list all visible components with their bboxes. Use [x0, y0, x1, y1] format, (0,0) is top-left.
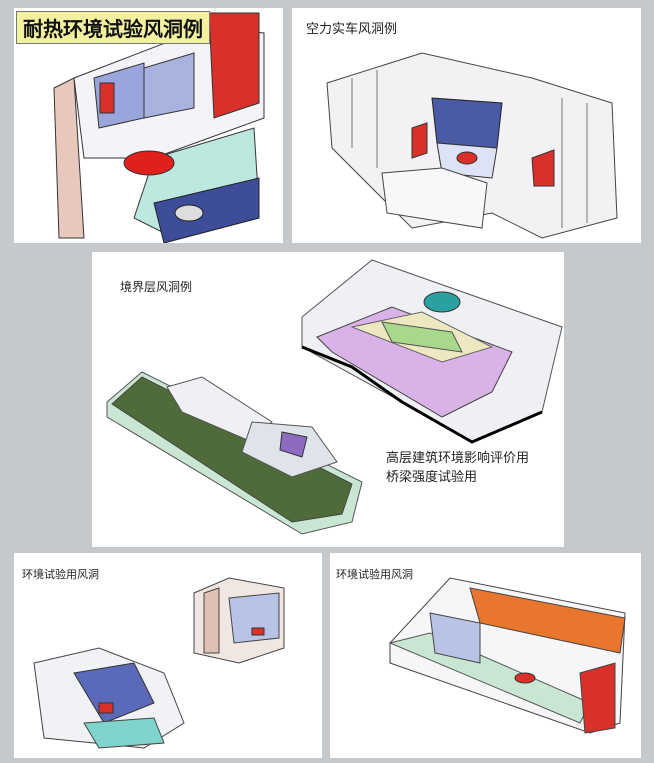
heat-env-wind-tunnel-panel: 耐热环境试验风洞例 [14, 8, 283, 243]
panel-title: 空力实车风洞例 [306, 22, 398, 37]
boundary-layer-wind-tunnel-panel: 境界层风洞例 高层建筑环境影响评价用 桥梁强度试验用 [92, 252, 564, 547]
caption-bridge: 桥梁强度试验用 [386, 470, 478, 485]
panel-title: 环境试验用风洞 [22, 568, 99, 581]
panel-title: 环境试验用风洞 [336, 568, 413, 581]
panel-title: 境界层风洞例 [120, 280, 193, 294]
full-car-wind-tunnel-illustration [326, 52, 618, 239]
heat-env-wind-tunnel-illustration [53, 12, 265, 243]
boundary-layer-wind-tunnel-illustration [106, 259, 563, 535]
panel-title: 耐热环境试验风洞例 [16, 11, 210, 44]
env-test-wind-tunnel-right-panel: 环境试验用风洞 [330, 553, 641, 758]
env-test-wind-tunnel-right-illustration [388, 577, 626, 734]
env-test-wind-tunnel-left-illustration [33, 577, 285, 749]
full-car-wind-tunnel-panel: 空力实车风洞例 [292, 8, 641, 243]
caption-high-rise: 高层建筑环境影响评价用 [386, 451, 530, 466]
env-test-wind-tunnel-left-panel: 环境试验用风洞 [14, 553, 322, 758]
